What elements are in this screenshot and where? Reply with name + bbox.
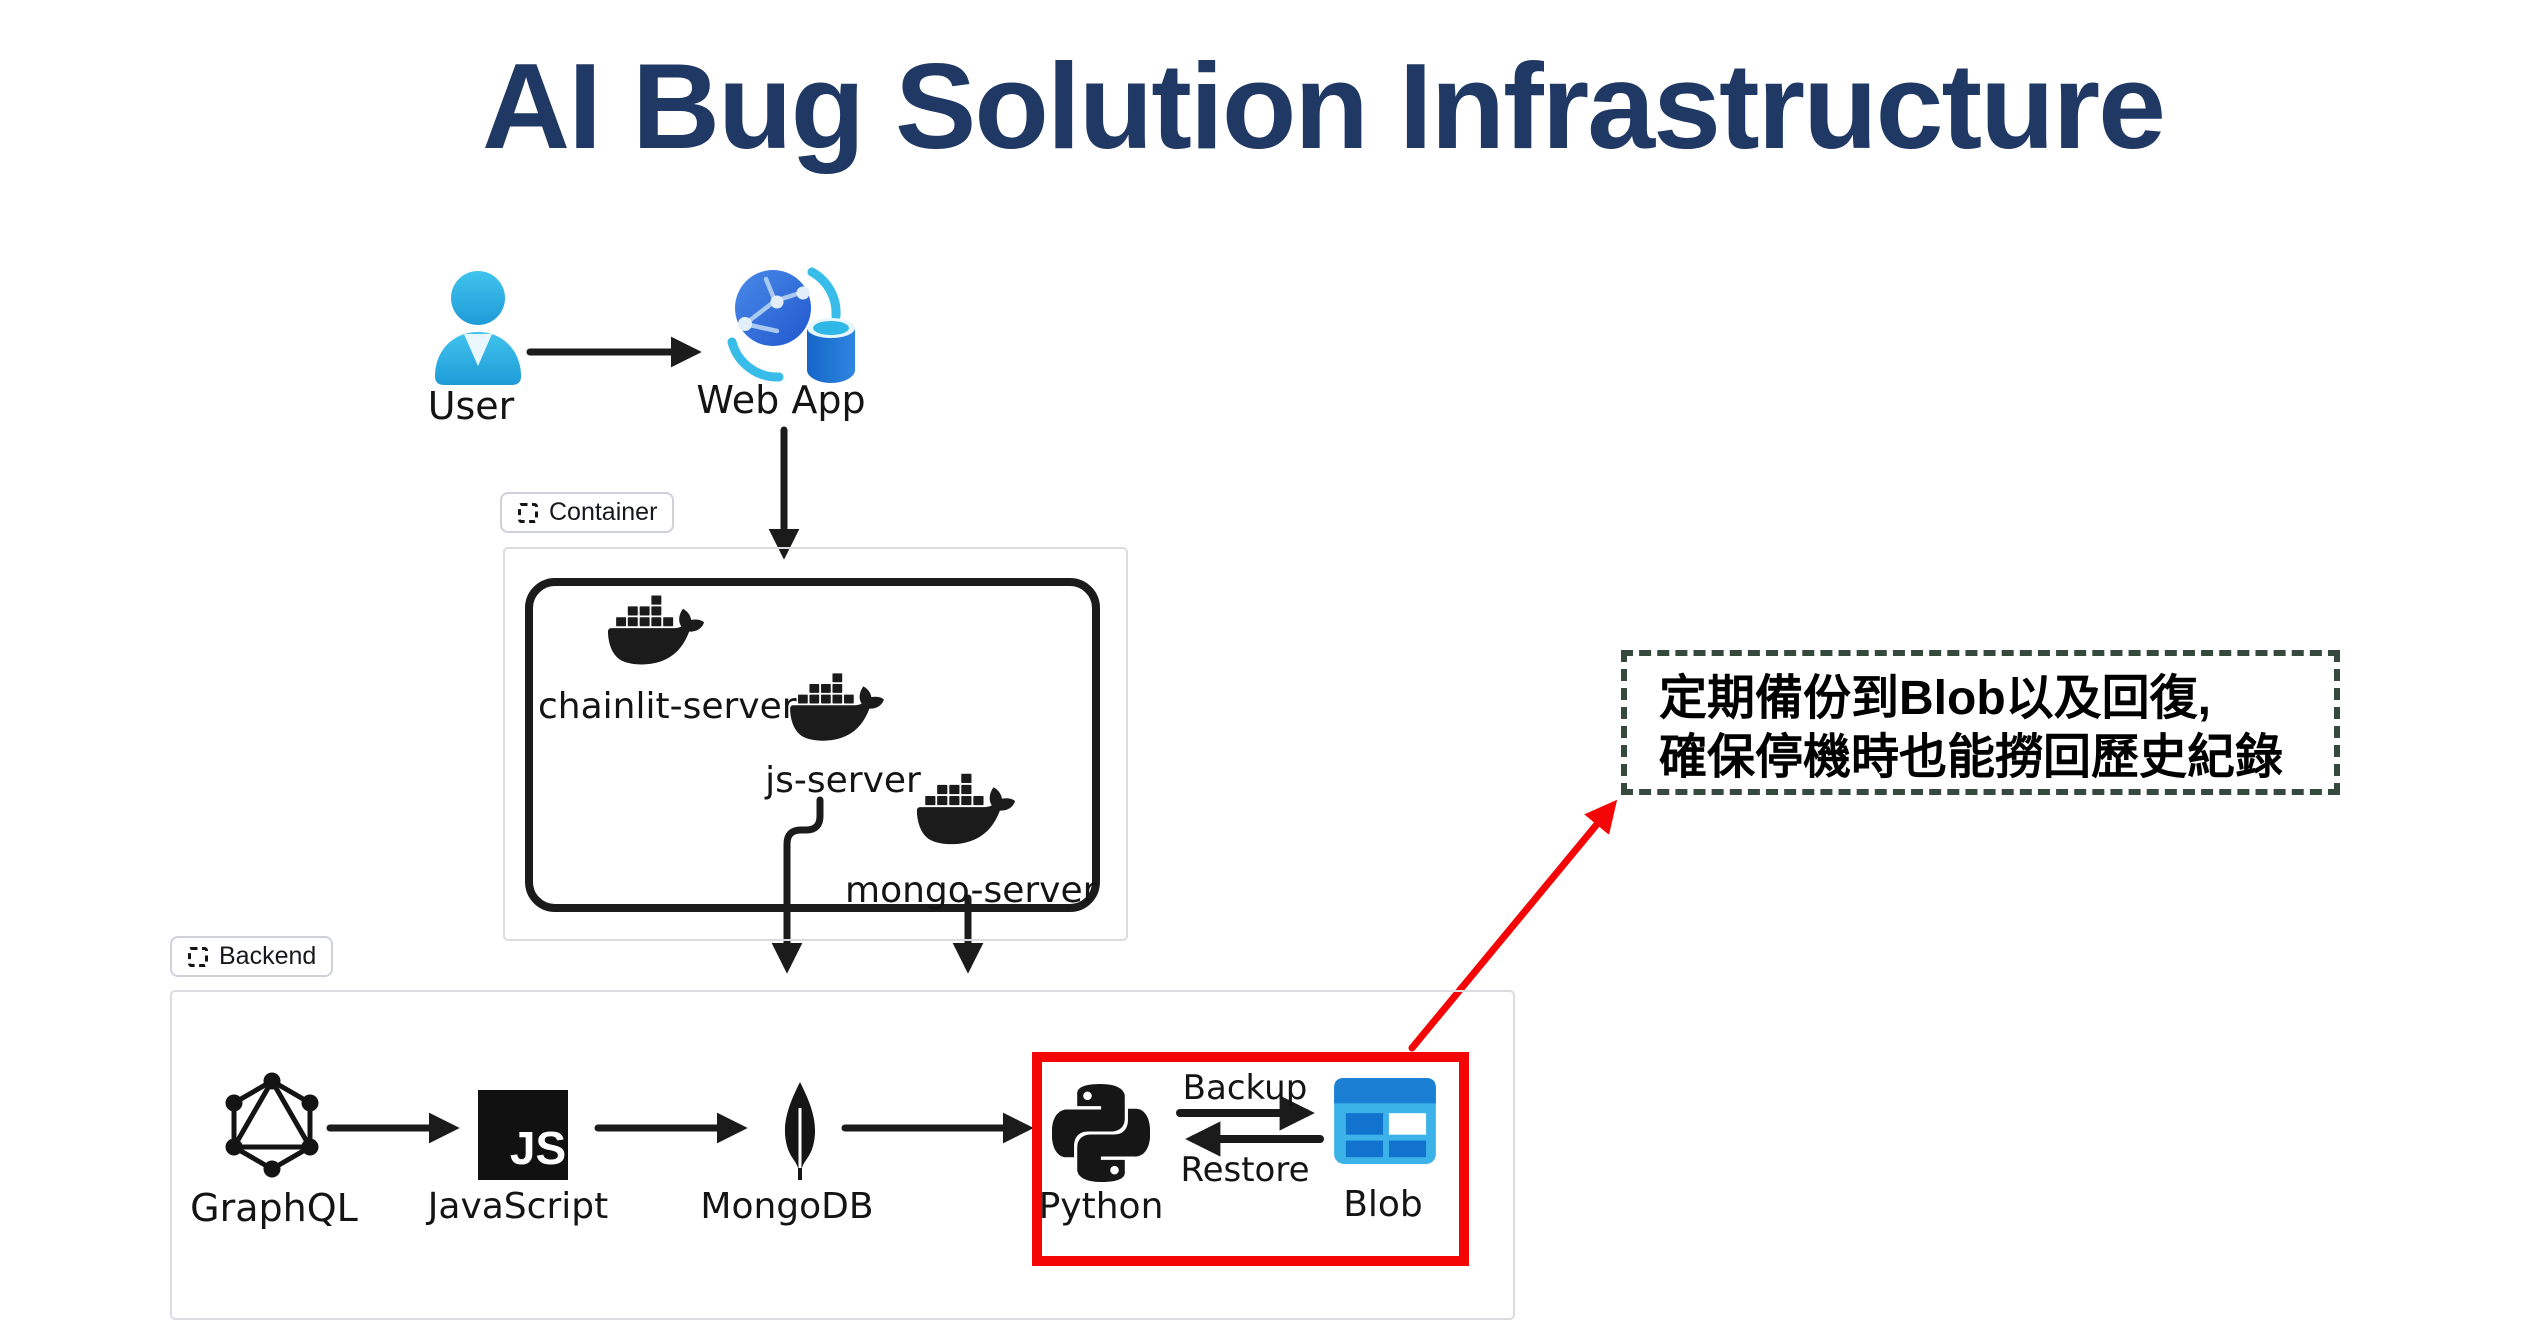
mongo-server-label: mongo-server <box>845 870 1098 911</box>
javascript-icon: JS <box>478 1090 568 1180</box>
container-group-pill: Container <box>500 492 675 533</box>
container-inner-box <box>525 578 1100 912</box>
python-icon <box>1052 1084 1150 1182</box>
annotation-box: 定期備份到Blob以及回復, 確保停機時也能撈回歷史紀錄 <box>1621 650 2340 795</box>
docker-icon-mongo-server <box>916 773 1016 845</box>
highlight-red-box <box>1032 1052 1469 1266</box>
docker-icon-chainlit <box>607 595 704 665</box>
blob-icon <box>1334 1077 1436 1165</box>
container-group-box <box>503 547 1128 941</box>
restore-edge-label: Restore <box>1180 1150 1310 1190</box>
blob-label: Blob <box>1343 1184 1423 1225</box>
annotation-line-2: 確保停機時也能撈回歷史紀錄 <box>1659 731 2284 784</box>
backend-group-label: Backend <box>219 942 317 970</box>
annotation-line-1: 定期備份到Blob以及回復, <box>1659 672 2211 725</box>
docker-icon-js-server <box>790 673 884 741</box>
backend-group-pill: Backend <box>170 936 334 977</box>
user-icon <box>435 271 521 385</box>
backup-edge-label: Backup <box>1182 1068 1308 1108</box>
web-app-label: Web App <box>696 378 866 422</box>
frame-icon <box>518 502 538 523</box>
graphql-icon <box>225 1072 319 1178</box>
chainlit-server-label: chainlit-server <box>538 686 797 727</box>
user-label: User <box>427 384 515 428</box>
backend-group-box <box>170 990 1515 1320</box>
javascript-icon-text: JS <box>510 1122 566 1174</box>
frame-icon <box>188 946 208 967</box>
mongodb-label: MongoDB <box>700 1186 874 1227</box>
javascript-label: JavaScript <box>427 1186 609 1227</box>
container-group-label: Container <box>549 498 658 526</box>
graphql-label: GraphQL <box>190 1186 358 1230</box>
js-server-label: js-server <box>765 760 921 801</box>
python-label: Python <box>1038 1186 1164 1227</box>
page-title: AI Bug Solution Infrastructure <box>482 38 2166 174</box>
mongodb-icon <box>784 1082 816 1180</box>
web-app-icon <box>727 267 855 383</box>
